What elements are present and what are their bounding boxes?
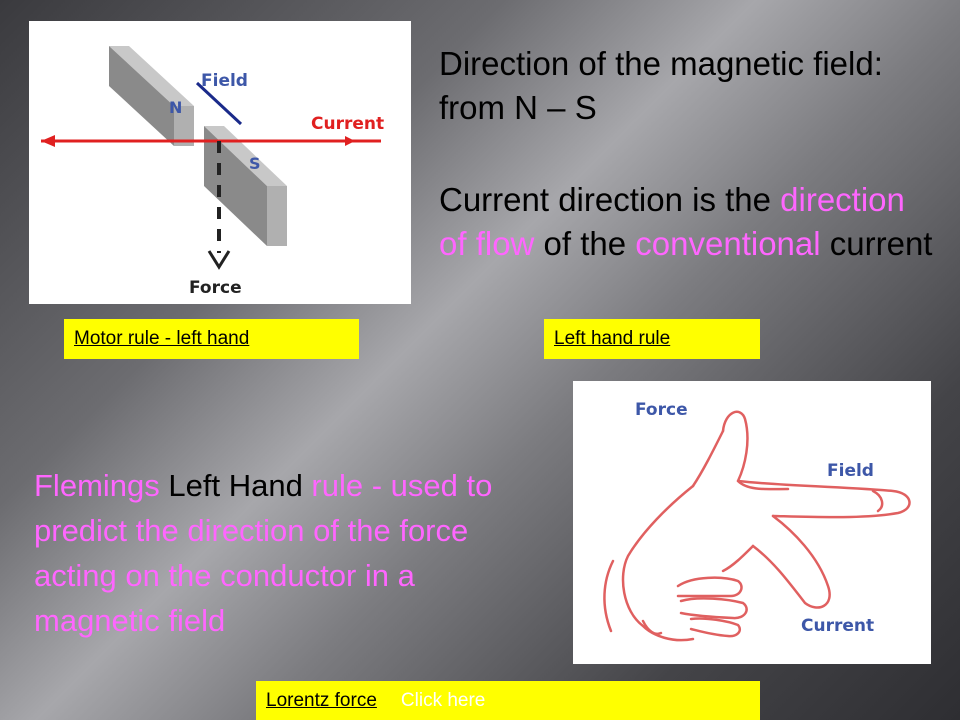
north-label: N (169, 98, 182, 117)
current-direction-text: Current direction is the direction of fl… (439, 178, 939, 266)
left-hand-rule-box: Left hand rule (544, 319, 760, 359)
flemings-text-part2: Left Hand (168, 468, 303, 503)
flemings-rule-text: Flemings Left Hand rule - used to predic… (34, 463, 504, 643)
flemings-text-part3: rule - used to predict the direction of … (34, 468, 493, 638)
left-hand-diagram: Force Field Current (573, 381, 931, 664)
current-text-part4: conventional (635, 225, 821, 262)
south-label: S (249, 154, 261, 173)
click-here-link[interactable]: Click here (400, 690, 486, 711)
lorentz-force-link[interactable]: Lorentz force (266, 690, 377, 711)
hand-current-label: Current (801, 616, 874, 636)
motor-rule-box: Motor rule - left hand (64, 319, 359, 359)
field-label: Field (201, 71, 248, 91)
current-label: Current (311, 114, 384, 134)
field-direction-text: Direction of the magnetic field: from N … (439, 42, 939, 130)
lorentz-force-box: Lorentz force Click here (256, 681, 760, 720)
current-text-part1: Current direction is the (439, 181, 781, 218)
current-text-part3: of the (534, 225, 636, 262)
current-text-part5: current (820, 225, 933, 262)
left-hand-rule-link[interactable]: Left hand rule (554, 328, 671, 349)
motor-rule-link[interactable]: Motor rule - left hand (74, 328, 250, 349)
force-label: Force (189, 278, 242, 298)
field-direction-line: Direction of the magnetic field: from N … (439, 45, 883, 126)
hand-force-label: Force (635, 400, 688, 420)
current-text-part2: direction of flow (439, 181, 905, 262)
hand-field-label: Field (827, 461, 874, 481)
magnet-field-diagram: Field N S Current Force (29, 21, 411, 304)
flemings-text-part1: Flemings (34, 468, 169, 503)
